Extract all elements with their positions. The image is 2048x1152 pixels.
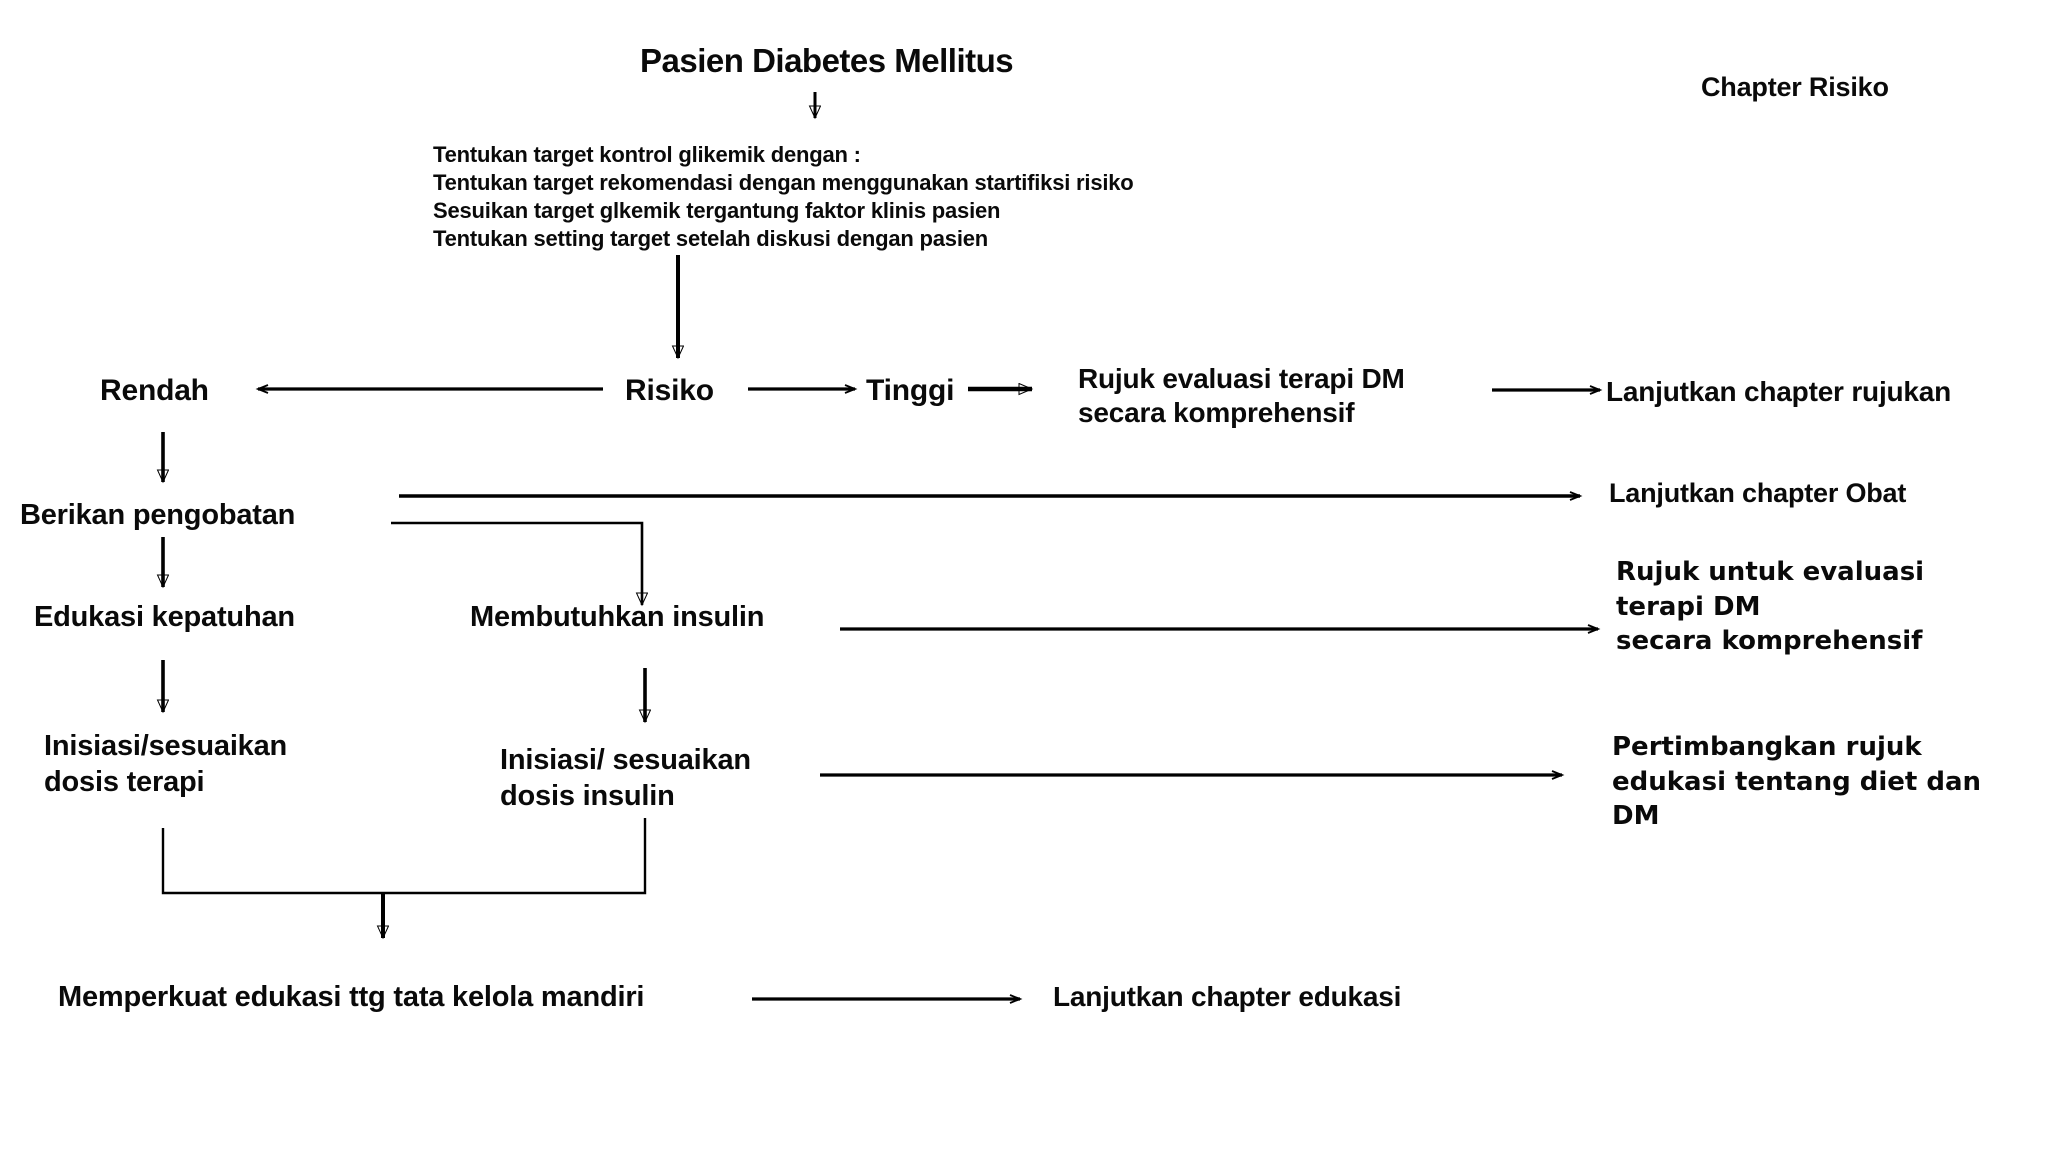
node-rendah: Rendah (100, 374, 209, 407)
node-risiko: Risiko (625, 374, 714, 407)
node-rujuk-untuk-evaluasi: Rujuk untuk evaluasi terapi DM secara ko… (1616, 557, 1925, 657)
node-berikan-pengobatan: Berikan pengobatan (20, 499, 296, 531)
node-edukasi-kepatuhan: Edukasi kepatuhan (34, 601, 295, 633)
node-pertimbangkan-rujuk: Pertimbangkan rujuk edukasi tentang diet… (1612, 732, 1982, 832)
node-tinggi: Tinggi (866, 374, 955, 407)
diagram-title: Pasien Diabetes Mellitus (640, 42, 1014, 79)
node-inisiasi-dosis-terapi: Inisiasi/sesuaikan dosis terapi (44, 730, 288, 799)
instruction-line-1: Tentukan target kontrol glikemik dengan … (433, 142, 861, 167)
node-lanjutkan-chapter-edukasi: Lanjutkan chapter edukasi (1053, 981, 1402, 1012)
instruction-line-2: Tentukan target rekomendasi dengan mengg… (433, 170, 1134, 195)
node-lanjutkan-chapter-obat: Lanjutkan chapter Obat (1609, 478, 1907, 508)
node-rujuk-evaluasi-terapi-dm: Rujuk evaluasi terapi DM secara komprehe… (1078, 363, 1405, 428)
node-memperkuat-edukasi: Memperkuat edukasi ttg tata kelola mandi… (58, 981, 645, 1013)
node-lanjutkan-chapter-rujukan: Lanjutkan chapter rujukan (1606, 376, 1952, 407)
instruction-line-4: Tentukan setting target setelah diskusi … (433, 226, 989, 251)
corner-label-chapter-risiko: Chapter Risiko (1701, 72, 1889, 102)
arrow-pengobatan-to-membutuhkan-insulin (391, 521, 642, 605)
instruction-line-3: Sesuikan target glkemik tergantung fakto… (433, 198, 1001, 223)
node-inisiasi-dosis-insulin: Inisiasi/ sesuaikan dosis insulin (500, 744, 751, 813)
node-membutuhkan-insulin: Membutuhkan insulin (470, 601, 765, 633)
bracket-merge-to-memperkuat-edukasi (161, 818, 647, 938)
